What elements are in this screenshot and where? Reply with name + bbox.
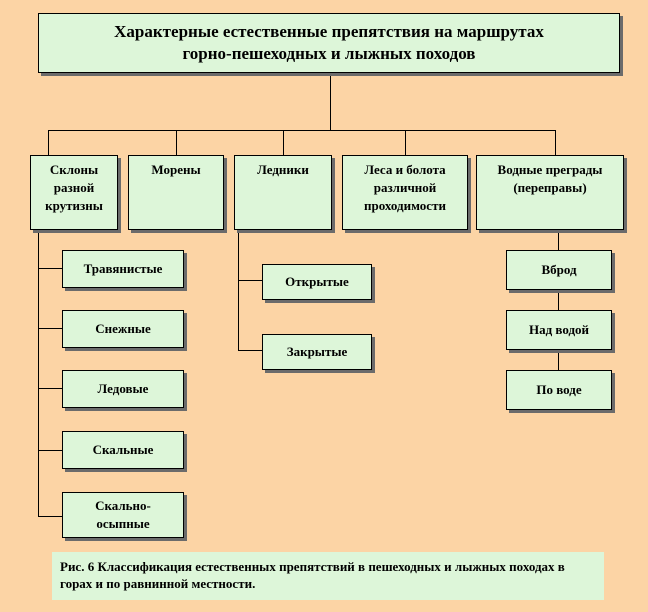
connector-cat3 — [283, 130, 284, 155]
water-item-above-water: Над водой — [506, 310, 612, 350]
slopes-item-label: Скально-осыпные — [95, 498, 151, 531]
category-glaciers-label: Ледники — [257, 162, 309, 177]
connector-water-2 — [558, 290, 559, 310]
slopes-item-label: Снежные — [95, 321, 151, 336]
category-forests-swamps: Леса и болота различной проходимости — [342, 155, 468, 230]
connector-cat5 — [555, 130, 556, 155]
glacier-item-label: Закрытые — [286, 344, 348, 359]
category-moraines-label: Морены — [151, 162, 201, 177]
connector-water-1 — [558, 230, 559, 250]
connector-cat2 — [176, 130, 177, 155]
category-glaciers: Ледники — [234, 155, 332, 230]
connector-slopes-1 — [38, 268, 62, 269]
category-slopes-label: Склоны разной крутизны — [45, 162, 103, 213]
water-item-ford: Вброд — [506, 250, 612, 290]
glacier-item-label: Открытые — [285, 274, 349, 289]
slopes-item-rocky-scree: Скально-осыпные — [62, 492, 184, 538]
water-item-label: Вброд — [541, 262, 577, 277]
connector-slopes-4 — [38, 450, 62, 451]
slopes-item-snowy: Снежные — [62, 310, 184, 348]
slopes-item-rocky: Скальные — [62, 431, 184, 469]
glacier-item-open: Открытые — [262, 264, 372, 300]
water-item-on-water: По воде — [506, 370, 612, 410]
connector-glacier-spine — [238, 230, 239, 350]
slopes-item-label: Ледовые — [97, 381, 149, 396]
slopes-item-icy: Ледовые — [62, 370, 184, 408]
connector-water-3 — [558, 350, 559, 370]
connector-cat4 — [405, 130, 406, 155]
diagram-title: Характерные естественные препятствия на … — [38, 13, 620, 73]
connector-glacier-1 — [238, 280, 262, 281]
slopes-item-grassy: Травянистые — [62, 250, 184, 288]
title-line-2: горно-пешеходных и лыжных походов — [182, 44, 476, 63]
connector-slopes-2 — [38, 328, 62, 329]
title-line-1: Характерные естественные препятствия на … — [114, 22, 544, 41]
category-slopes: Склоны разной крутизны — [30, 155, 118, 230]
connector-slopes-5 — [38, 516, 62, 517]
connector-glacier-2 — [238, 350, 262, 351]
connector-cat1 — [48, 130, 49, 155]
slopes-item-label: Травянистые — [83, 261, 163, 276]
category-forests-swamps-label: Леса и болота различной проходимости — [364, 162, 446, 213]
connector-slopes-3 — [38, 388, 62, 389]
water-item-label: Над водой — [528, 322, 590, 337]
connector-title-down — [330, 72, 331, 130]
figure-caption: Рис. 6 Классификация естественных препят… — [52, 552, 604, 600]
category-moraines: Морены — [128, 155, 224, 230]
category-water-obstacles: Водные преграды (переправы) — [476, 155, 624, 230]
category-water-obstacles-label: Водные преграды (переправы) — [497, 162, 603, 195]
water-item-label: По воде — [536, 382, 582, 397]
glacier-item-closed: Закрытые — [262, 334, 372, 370]
connector-horizontal-bus — [48, 130, 556, 131]
connector-slopes-spine — [38, 230, 39, 516]
slopes-item-label: Скальные — [92, 442, 154, 457]
